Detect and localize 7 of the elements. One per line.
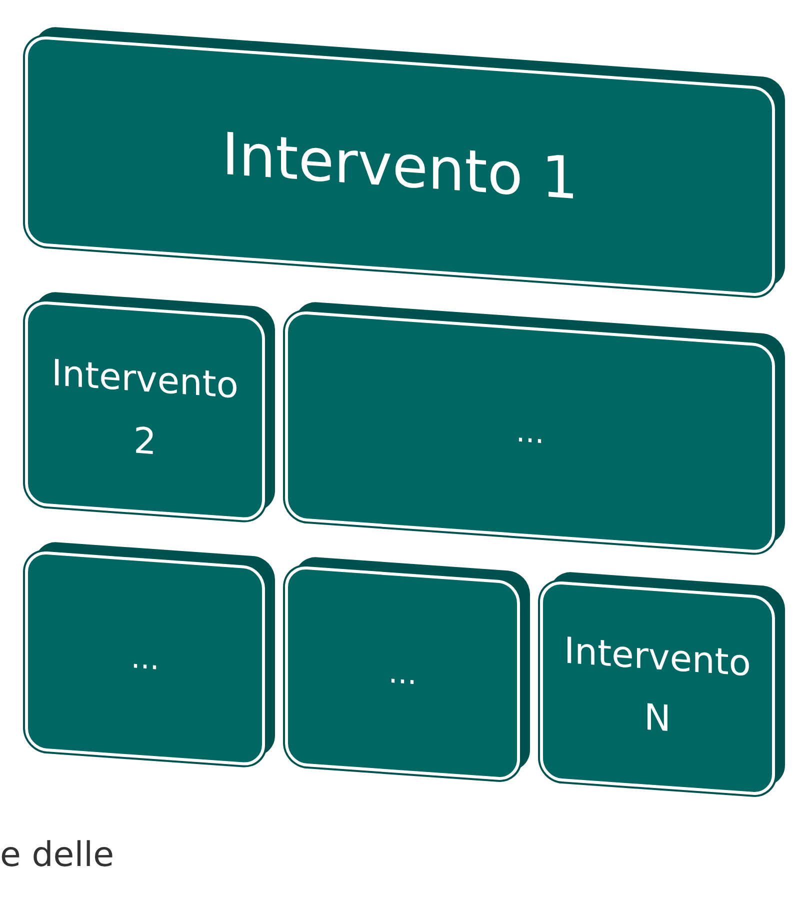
block-label: ... [387,654,418,694]
block-label: ... [130,638,160,679]
note-text: e delle [0,835,114,875]
block-label: Intervento N [563,630,752,742]
block-label: Intervento 1 [220,118,580,214]
block-label: Intervento 2 [50,352,240,465]
block-label: ... [514,412,546,453]
